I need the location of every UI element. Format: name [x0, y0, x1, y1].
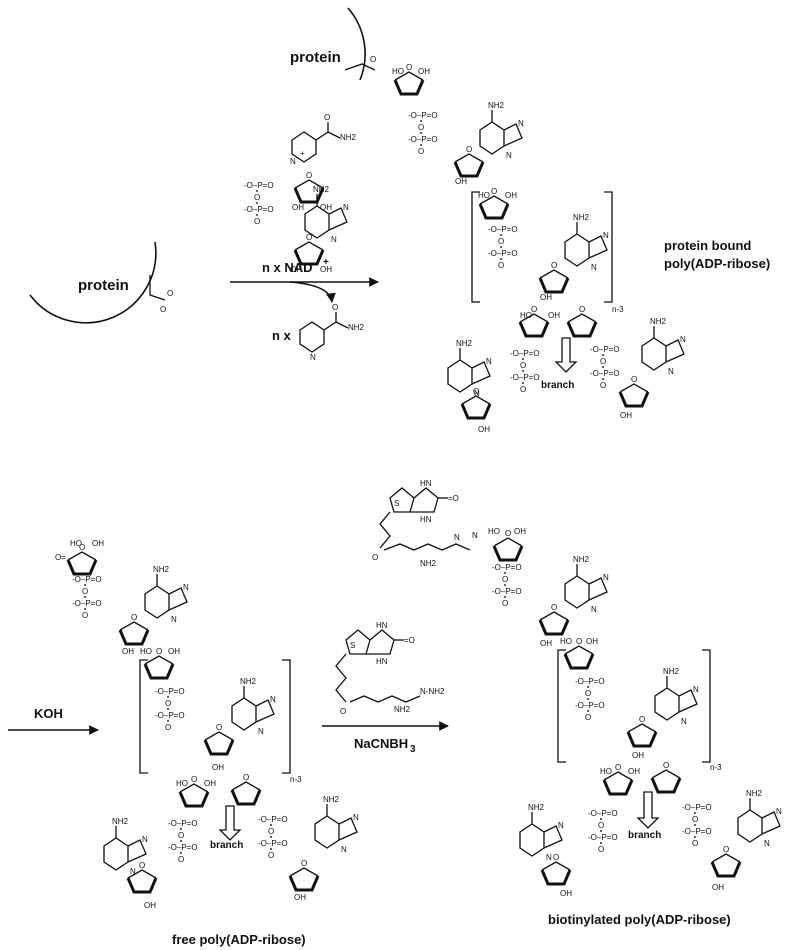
svg-text:O: O [160, 305, 166, 314]
nad-molecule: N + OH OH OH OH [243, 112, 358, 274]
branch-label-top: branch [541, 380, 574, 391]
svg-text:OH: OH [548, 311, 560, 320]
svg-text:O: O [372, 553, 378, 562]
svg-text:HO: HO [140, 647, 152, 656]
svg-text:OH: OH [514, 527, 526, 536]
svg-text:O: O [370, 55, 376, 64]
svg-text:OH: OH [292, 203, 304, 212]
svg-text:+: + [323, 257, 329, 268]
svg-text:HO: HO [520, 311, 532, 320]
biotin-hydrazide: O NH2 N-NH2 [335, 620, 445, 716]
free-par: O= HO OH OH HO OH OH n-3 HO OH branch OH… [55, 539, 360, 947]
svg-text:OH: OH [122, 647, 134, 656]
svg-text:HO: HO [488, 527, 500, 536]
svg-text:OH: OH [540, 639, 552, 648]
svg-text:HO: HO [392, 67, 404, 76]
nacnbh3-label: NaCNBH [354, 736, 408, 751]
free-protein: O O protein [29, 241, 173, 324]
svg-text:N: N [290, 157, 296, 166]
svg-text:N-NH2: N-NH2 [420, 687, 445, 696]
svg-text:OH: OH [168, 647, 180, 656]
svg-text:OH: OH [294, 893, 306, 902]
biotinylated-par: O NH2 N N HO OH OH HO OH OH n-3 HO OH br… [372, 478, 783, 927]
svg-text:N: N [454, 533, 460, 542]
svg-text:HO: HO [560, 637, 572, 646]
product-bound-label-2: poly(ADP-ribose) [664, 256, 770, 271]
svg-text:3: 3 [410, 744, 416, 755]
svg-text:OH: OH [144, 901, 156, 910]
svg-text:NH2: NH2 [420, 559, 437, 568]
koh-label: KOH [34, 706, 63, 721]
svg-text:O: O [167, 289, 173, 298]
protein-bound-par: protein O HO OH OH HO OH OH n-3 HO OH br… [290, 7, 770, 434]
svg-text:OH: OH [418, 67, 430, 76]
svg-text:HO: HO [176, 779, 188, 788]
nicotinamide-byproduct: n x N [272, 302, 366, 362]
svg-text:N: N [310, 353, 316, 362]
svg-text:OH: OH [505, 191, 517, 200]
svg-text:HO: HO [600, 767, 612, 776]
svg-text:HO: HO [70, 539, 82, 548]
protein-label-left: protein [78, 277, 129, 294]
free-par-label: free poly(ADP-ribose) [172, 932, 306, 947]
byproduct-label: n x [272, 328, 292, 343]
svg-text:NH2: NH2 [394, 705, 411, 714]
svg-text:OH: OH [320, 203, 332, 212]
biotin-par-label: biotinylated poly(ADP-ribose) [548, 912, 731, 927]
svg-text:n-3: n-3 [290, 775, 302, 784]
svg-text:OH: OH [560, 889, 572, 898]
svg-text:OH: OH [712, 883, 724, 892]
branch-label-right: branch [628, 830, 661, 841]
svg-text:OH: OH [632, 751, 644, 760]
svg-text:+: + [300, 149, 305, 158]
svg-text:OH: OH [290, 265, 302, 274]
svg-text:OH: OH [204, 779, 216, 788]
svg-text:OH: OH [540, 293, 552, 302]
svg-text:OH: OH [320, 265, 332, 274]
svg-text:HO: HO [478, 191, 490, 200]
svg-text:n-3: n-3 [612, 305, 624, 314]
reagent-nad-label: n x NAD [262, 260, 313, 275]
svg-text:OH: OH [478, 425, 490, 434]
arrow-nacnbh3: NaCNBH 3 [322, 721, 449, 755]
svg-text:n-3: n-3 [710, 763, 722, 772]
svg-text:OH: OH [212, 763, 224, 772]
svg-text:N: N [472, 531, 478, 540]
svg-text:OH: OH [586, 637, 598, 646]
svg-text:O: O [340, 707, 346, 716]
branch-label-left: branch [210, 840, 243, 851]
protein-label-top: protein [290, 49, 341, 66]
arrow-nad: n x NAD + [230, 257, 379, 303]
arrow-koh: KOH [8, 706, 99, 735]
product-bound-label-1: protein bound [664, 238, 751, 253]
svg-text:O=: O= [55, 553, 66, 562]
svg-text:OH: OH [92, 539, 104, 548]
svg-text:OH: OH [455, 177, 467, 186]
svg-text:OH: OH [620, 411, 632, 420]
svg-text:OH: OH [628, 767, 640, 776]
